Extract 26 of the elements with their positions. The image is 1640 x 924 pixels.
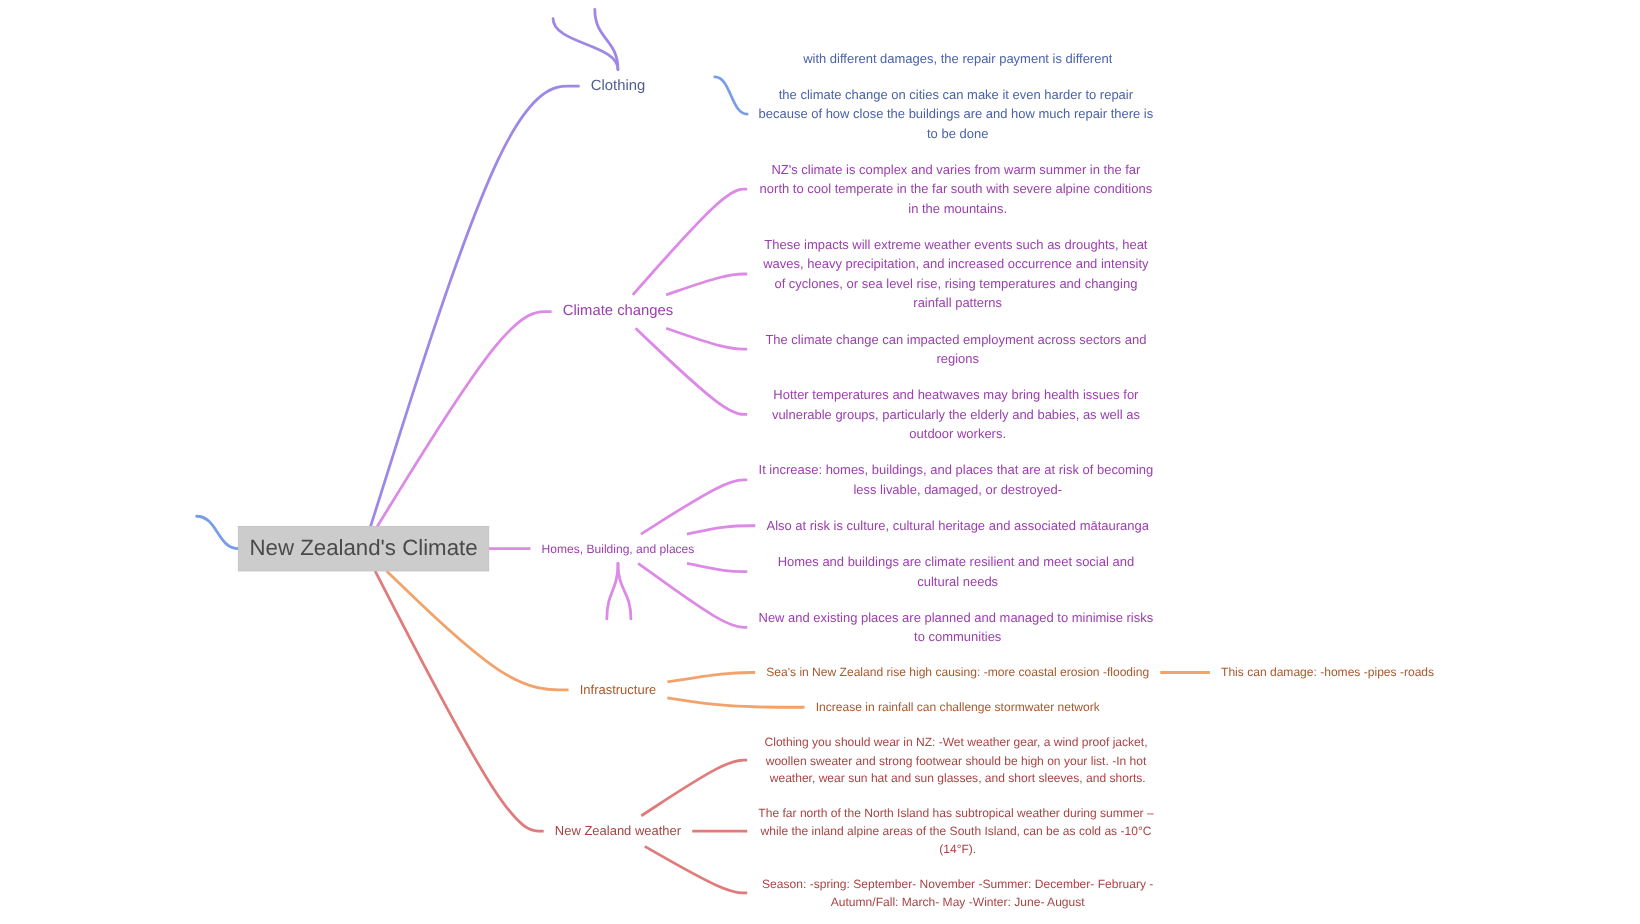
connector — [644, 845, 748, 895]
connector — [605, 561, 620, 621]
connector — [667, 671, 756, 684]
connector — [634, 327, 748, 416]
connector — [686, 524, 756, 536]
node-box: New Zealand's Climate — [237, 525, 490, 572]
connector — [616, 561, 633, 621]
connector — [1160, 671, 1210, 674]
connector — [593, 7, 620, 71]
connector — [631, 187, 748, 296]
connector — [488, 547, 531, 551]
connector — [195, 514, 240, 551]
connector — [686, 561, 748, 574]
connector — [667, 696, 805, 709]
connector — [373, 570, 544, 833]
connector — [551, 17, 620, 71]
connector — [369, 84, 580, 527]
connector — [692, 829, 748, 833]
connector — [665, 272, 748, 297]
connector — [385, 569, 569, 692]
connector — [376, 310, 552, 528]
connector — [640, 478, 748, 536]
connector — [640, 758, 748, 817]
connector — [713, 75, 749, 116]
connector — [637, 562, 748, 629]
connector — [665, 326, 748, 351]
